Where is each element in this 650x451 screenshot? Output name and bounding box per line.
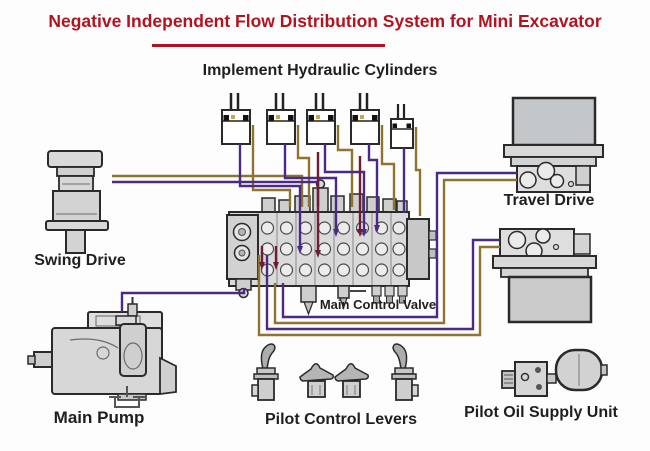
label-swing-drive: Swing Drive: [34, 252, 126, 269]
pilot-oil-supply-unit-illustration: [501, 348, 608, 397]
hydraulic-cylinders-illustration: [221, 93, 414, 149]
travel-drive-2-illustration: [492, 228, 597, 324]
label-main-control-valve: Main Control Valve: [319, 297, 437, 312]
swing-drive-illustration: [45, 150, 109, 254]
label-pilot-control-levers: Pilot Control Levers: [264, 411, 418, 428]
diagram-title: Negative Independent Flow Distribution S…: [48, 11, 602, 31]
main-pump-illustration: [27, 297, 177, 408]
accumulator: [554, 348, 608, 392]
label-implement-hydraulic-cylinders: Implement Hydraulic Cylinders: [202, 62, 438, 79]
tank-symbol: [109, 386, 145, 408]
title-underline: [152, 44, 385, 47]
label-pilot-oil-supply-unit: Pilot Oil Supply Unit: [464, 404, 618, 421]
travel-drive-illustration: [503, 96, 604, 193]
label-main-pump: Main Pump: [53, 408, 145, 427]
pilot-lines-maroon: [259, 152, 380, 270]
pilot-control-levers-illustration: [251, 343, 419, 401]
label-travel-drive: Travel Drive: [503, 192, 595, 209]
hydraulic-lines-gold: [112, 125, 517, 337]
